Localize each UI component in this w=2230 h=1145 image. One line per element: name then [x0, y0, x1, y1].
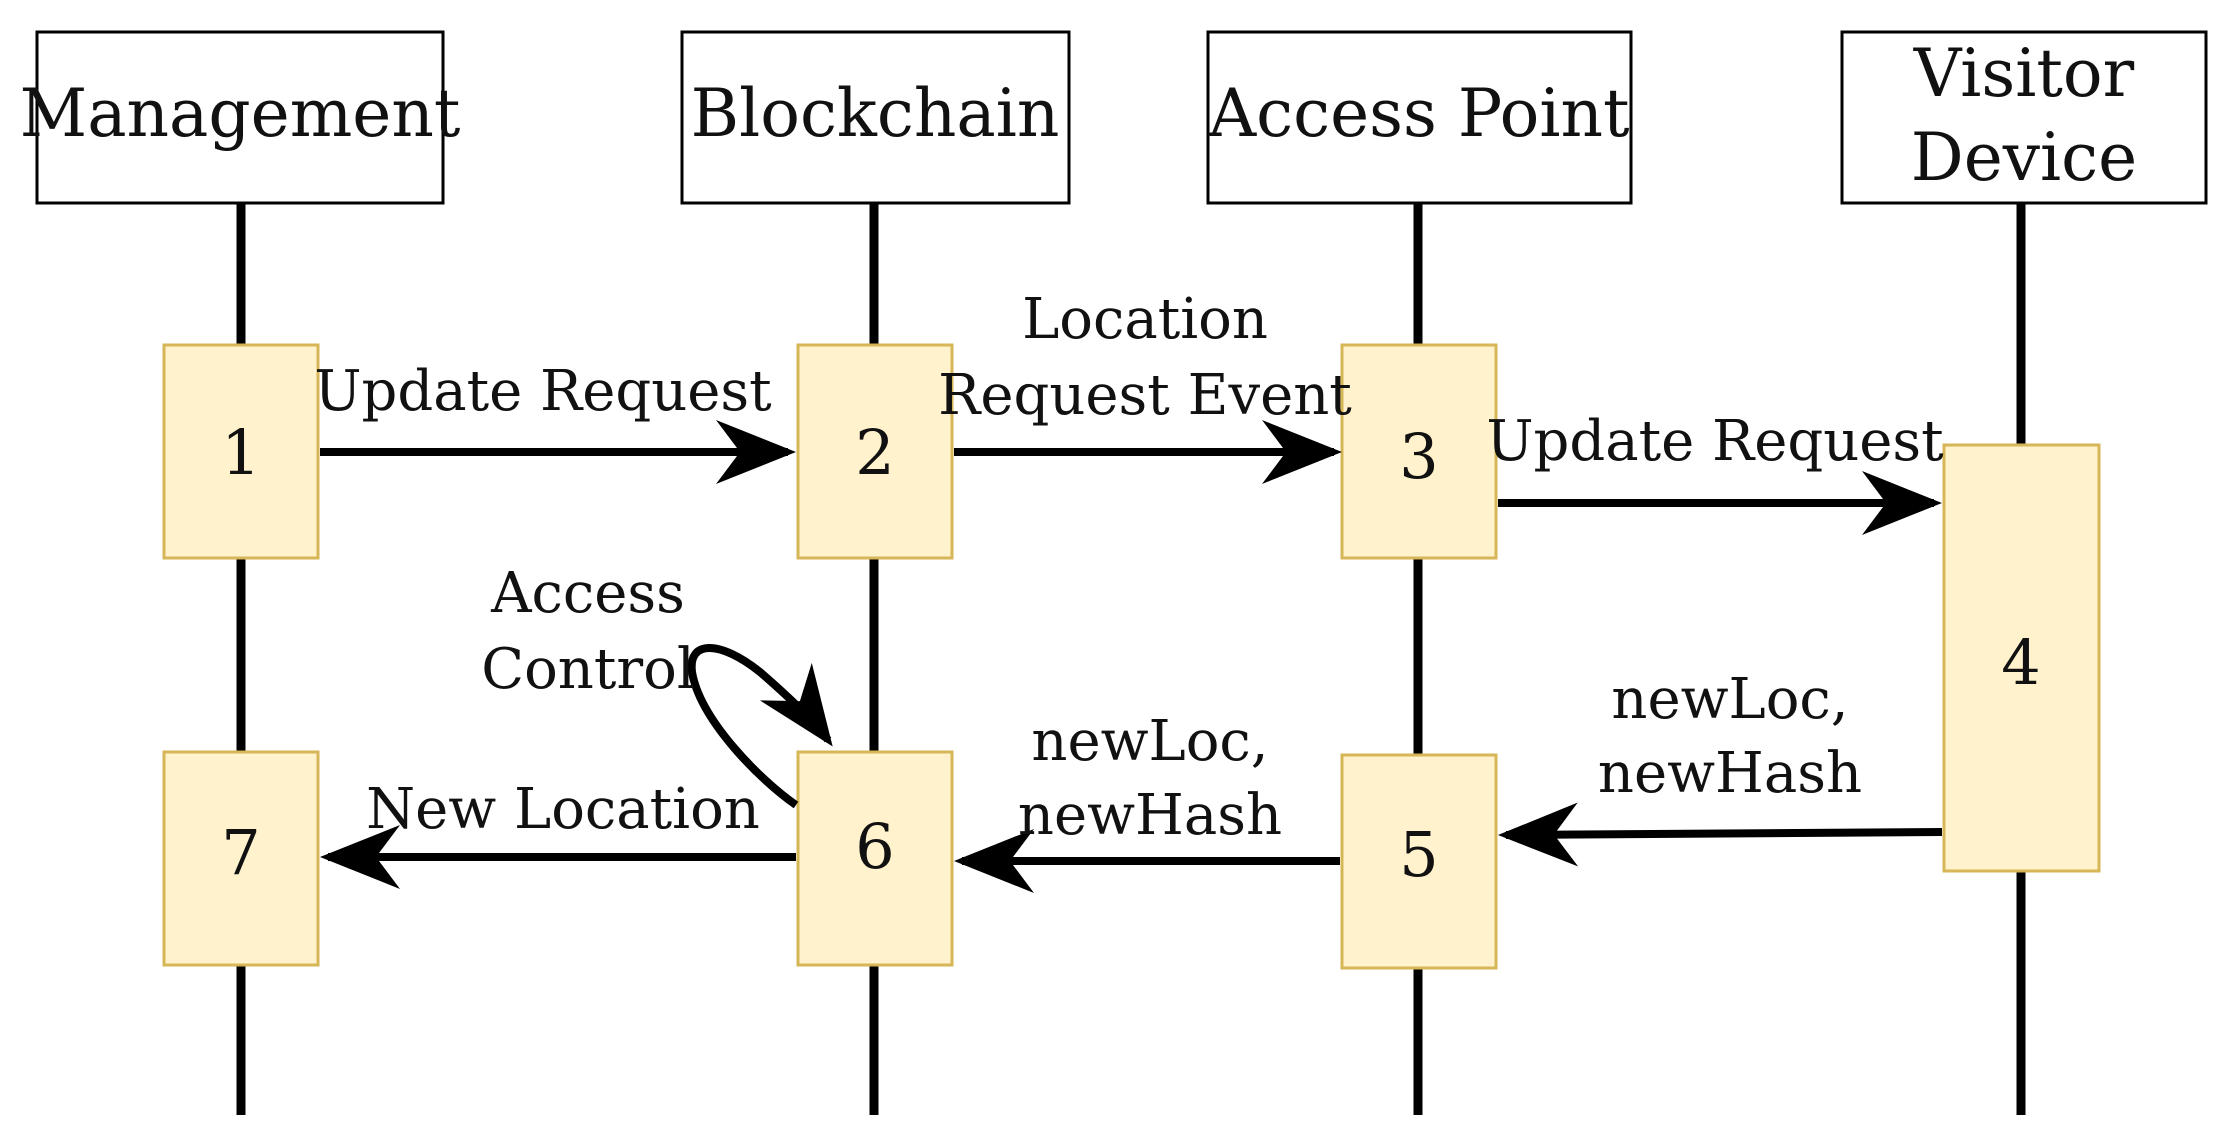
activation-7: 7 [162, 750, 320, 967]
message-label-location-request-line-2: Request Event [938, 363, 1352, 428]
step-number: 3 [1399, 420, 1438, 493]
participant-blockchain: Blockchain [680, 30, 1071, 205]
message-label-update-request-2: Update Request [1486, 409, 1944, 474]
participant-label: Management [20, 75, 461, 152]
step-number: 2 [855, 416, 894, 489]
activation-4: 4 [1942, 443, 2101, 873]
message-label-update-request-1: Update Request [314, 359, 772, 424]
activation-5: 5 [1340, 753, 1498, 970]
activation-3: 3 [1340, 343, 1498, 560]
message-label-newloc-1-line-1: newLoc, [1611, 667, 1848, 732]
arrow-newloc-newhash-1 [1498, 802, 1943, 867]
participant-access-point: Access Point [1206, 30, 1633, 205]
activation-2: 2 [796, 343, 954, 560]
participant-label: Access Point [1208, 75, 1630, 152]
activation-6: 6 [796, 750, 954, 967]
participant-management: Management [20, 30, 461, 205]
step-number: 6 [855, 810, 894, 883]
participant-label: Blockchain [691, 75, 1060, 152]
message-label-newloc-1-line-2: newHash [1598, 741, 1862, 806]
message-label-new-location: New Location [366, 777, 760, 842]
message-label-location-request-line-1: Location [1022, 287, 1268, 352]
step-number: 4 [2001, 626, 2040, 699]
self-message-label-line-1: Access [490, 561, 685, 626]
self-message-label-line-2: Control [481, 637, 695, 702]
message-label-newloc-2-line-1: newLoc, [1031, 709, 1268, 774]
participant-label-line-2: Device [1911, 119, 2137, 196]
participant-visitor-device: Visitor Device [1840, 30, 2208, 205]
step-number: 1 [221, 416, 260, 489]
step-number: 7 [221, 816, 260, 889]
participant-label-line-1: Visitor [1913, 35, 2135, 112]
activation-1: 1 [162, 343, 320, 560]
message-label-newloc-2-line-2: newHash [1018, 783, 1282, 848]
arrow-access-control-loop [687, 644, 833, 809]
step-number: 5 [1399, 818, 1438, 891]
